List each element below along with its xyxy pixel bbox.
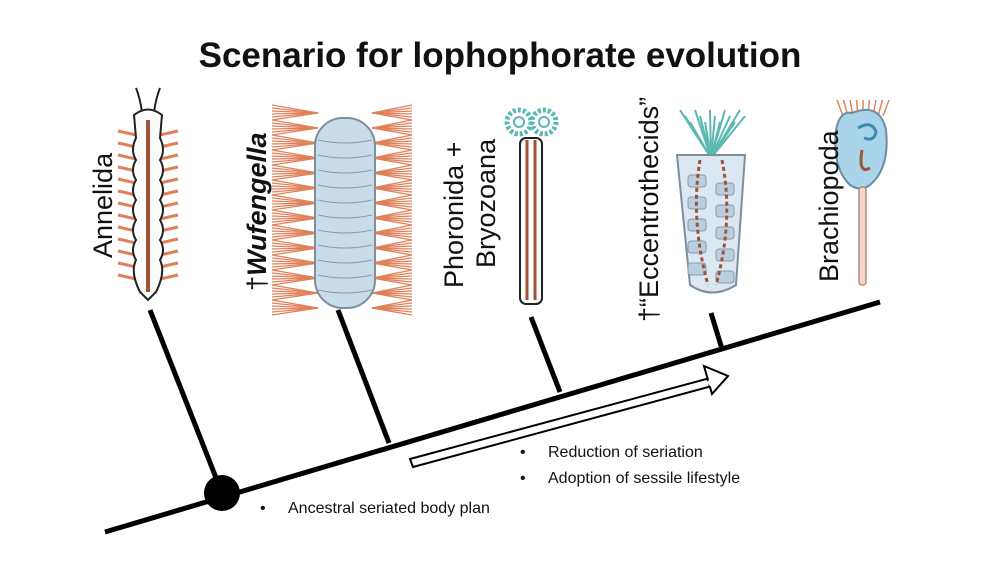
note-ancestral: • Ancestral seriated body plan	[260, 496, 490, 522]
label-phoronida: Phoronida +	[439, 141, 469, 288]
eccentrothecid-fossil-icon	[675, 109, 747, 294]
page-title: Scenario for lophophorate evolution	[198, 36, 802, 75]
phoronid-bryozoan-icon	[504, 107, 559, 305]
eccentrothecids-name: “Eccentrothecids”	[634, 96, 664, 307]
label-eccentrothecids: †“Eccentrothecids”	[634, 97, 665, 322]
label-brachiopoda: Brachiopoda	[814, 130, 844, 282]
brachiopod-icon	[834, 99, 890, 286]
branch-annelida	[147, 309, 225, 494]
note-trend-2: Adoption of sessile lifestyle	[548, 470, 741, 487]
annelid-worm-icon	[117, 87, 179, 302]
label-annelida: Annelida	[88, 152, 118, 258]
bullet-glyph: •	[520, 444, 526, 461]
bullet-glyph: •	[260, 500, 266, 517]
trend-notes: • Reduction of seriation • Adoption of ses…	[520, 440, 740, 492]
ancestral-node	[204, 475, 240, 511]
wufengella-fossil-icon	[271, 104, 413, 316]
branch-eccentrothecids	[708, 312, 725, 350]
trend-arrow	[408, 364, 730, 469]
bullet-glyph: •	[520, 470, 526, 487]
wufengella-name: Wufengella	[242, 132, 272, 276]
note-ancestral-text: Ancestral seriated body plan	[288, 500, 490, 517]
label-bryozoana: Bryozoana	[471, 138, 501, 268]
extinct-dagger: †	[242, 275, 272, 291]
extinct-dagger-2: †	[634, 306, 664, 322]
branch-phoronida	[528, 316, 563, 393]
label-wufengella: †Wufengella	[242, 132, 273, 291]
branch-wufengella	[335, 309, 392, 444]
note-trend-1: Reduction of seriation	[548, 444, 703, 461]
